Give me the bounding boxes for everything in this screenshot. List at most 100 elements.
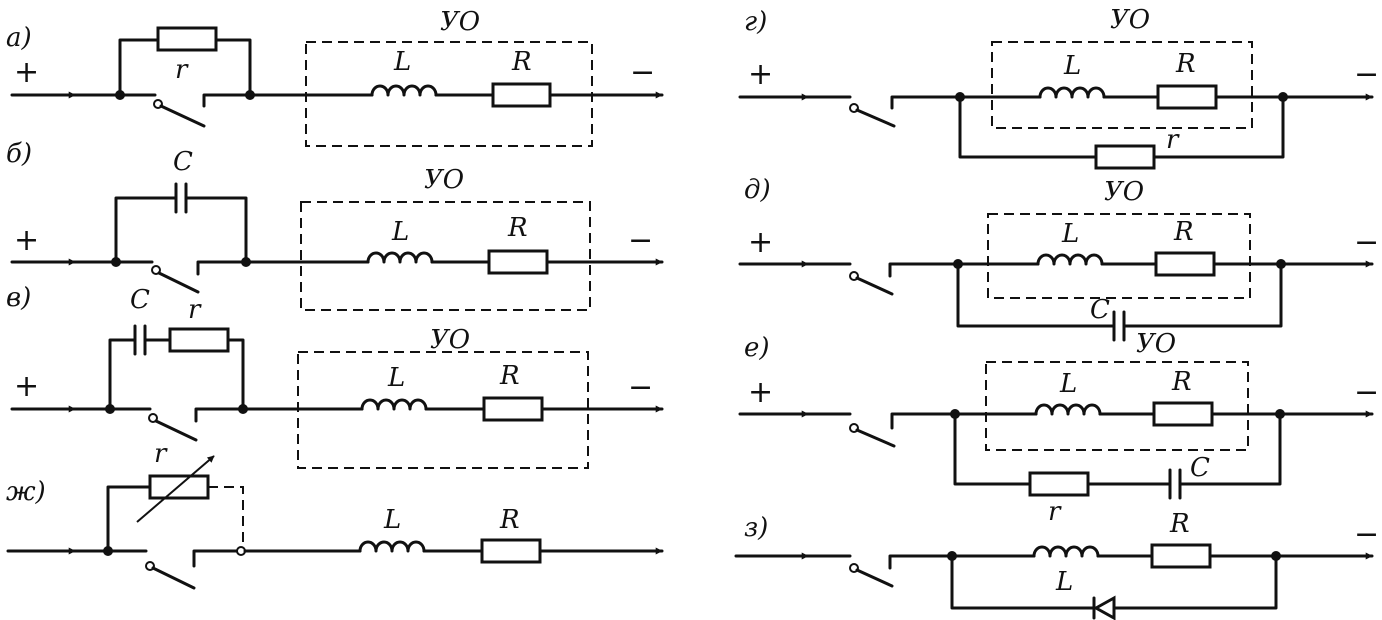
load-resistor-label: R xyxy=(1169,509,1190,539)
shunt-wire xyxy=(953,412,1032,486)
minus-sign: − xyxy=(630,55,655,90)
diode-wire xyxy=(1112,554,1278,610)
wire xyxy=(888,262,960,278)
minus-sign: − xyxy=(1354,375,1379,410)
shunt-resistor-label: r xyxy=(1048,497,1062,527)
wire xyxy=(194,407,245,423)
variable-resistor-arrow xyxy=(136,455,215,523)
inductor-label: L xyxy=(1055,567,1073,597)
load-resistor xyxy=(1156,84,1218,110)
bypass-wire-dashed xyxy=(208,486,244,551)
switch-blade xyxy=(855,428,896,448)
panel-label-zh: ж) xyxy=(6,477,46,507)
shunt-resistor xyxy=(156,26,218,52)
panel-label-b: б) xyxy=(6,139,32,169)
shunt-resistor-label: r xyxy=(175,55,189,85)
plus-sign: + xyxy=(748,57,773,92)
panel-label-d: д) xyxy=(744,175,771,205)
panel-label-z: з) xyxy=(744,513,768,543)
minus-sign: − xyxy=(1354,517,1379,552)
shunt-resistor xyxy=(168,327,230,353)
device-boundary xyxy=(987,213,1251,299)
shunt-resistor-label: r xyxy=(188,295,202,325)
shunt-resistor xyxy=(1094,144,1156,170)
load-resistor-label: R xyxy=(1175,49,1196,79)
inductor-label: L xyxy=(383,505,401,535)
load-resistor xyxy=(1154,251,1216,277)
inductor xyxy=(360,398,428,411)
inductor xyxy=(358,540,426,553)
device-label: УО xyxy=(430,325,470,355)
minus-sign: − xyxy=(628,223,653,258)
shunt-resistor-label: r xyxy=(1166,125,1180,155)
plus-sign: + xyxy=(14,55,39,90)
bypass-wire xyxy=(226,338,245,411)
device-boundary xyxy=(991,41,1253,129)
load-resistor xyxy=(482,396,544,422)
load-resistor xyxy=(1152,401,1214,427)
switch-blade xyxy=(855,108,896,128)
switch-blade xyxy=(855,276,894,296)
capacitor-label: C xyxy=(130,285,150,315)
device-boundary xyxy=(300,201,591,311)
device-label: УО xyxy=(1104,177,1144,207)
panel-v: в) + C r L R УО − xyxy=(6,283,664,469)
inductor xyxy=(1036,253,1104,266)
load-resistor xyxy=(487,249,549,275)
panel-e: е) + L R r C УО − xyxy=(738,329,1379,527)
device-label: УО xyxy=(1136,329,1176,359)
panel-zh: ж) r L R xyxy=(6,439,664,590)
device-label: УО xyxy=(424,165,464,195)
switch-blade xyxy=(154,419,198,442)
inductor-label: L xyxy=(1061,219,1079,249)
panel-d: д) + L R C УО − xyxy=(738,175,1379,342)
diode xyxy=(1092,595,1116,620)
plus-sign: + xyxy=(748,225,773,260)
bypass-wire xyxy=(108,338,137,411)
panel-label-e: е) xyxy=(744,333,770,363)
inductor xyxy=(1032,545,1100,558)
shunt-wire xyxy=(1152,95,1285,159)
wire xyxy=(890,95,962,110)
inductor xyxy=(366,251,434,264)
switch-blade xyxy=(159,104,206,128)
plus-sign: + xyxy=(14,369,39,404)
bypass-wire xyxy=(106,485,152,553)
wire xyxy=(192,549,240,568)
panel-g: г) + L R r УО − xyxy=(738,5,1379,170)
inductor xyxy=(370,84,438,97)
shunt-wire xyxy=(1122,262,1283,328)
load-resistor-label: R xyxy=(1173,217,1194,247)
switch-blade xyxy=(855,568,894,588)
shunt-wire xyxy=(1178,412,1282,486)
minus-sign: − xyxy=(1354,225,1379,260)
wire xyxy=(890,412,957,430)
inductor xyxy=(1038,86,1106,99)
inductor-label: L xyxy=(393,47,411,77)
panel-label-g: г) xyxy=(744,7,767,37)
inductor-label: L xyxy=(391,217,409,247)
minus-sign: − xyxy=(628,370,653,405)
panel-a: а) + r L R УО − xyxy=(6,7,664,147)
capacitor-label: C xyxy=(173,147,193,177)
wire xyxy=(196,260,248,276)
device-label: УО xyxy=(440,7,480,37)
shunt-wire xyxy=(956,262,1116,328)
load-resistor-label: R xyxy=(1171,367,1192,397)
bypass-wire xyxy=(184,196,248,264)
load-resistor-label: R xyxy=(511,47,532,77)
panel-b: б) + C L R УО − xyxy=(6,139,664,311)
load-resistor-label: R xyxy=(499,505,520,535)
capacitor-label: C xyxy=(1190,453,1210,483)
switch-blade xyxy=(151,566,196,590)
bypass-wire xyxy=(114,196,178,264)
shunt-resistor xyxy=(1028,471,1090,497)
switch-blade xyxy=(157,271,200,294)
load-resistor xyxy=(480,538,542,564)
device-boundary xyxy=(985,361,1249,451)
inductor-label: L xyxy=(1063,51,1081,81)
load-resistor-label: R xyxy=(507,213,528,243)
device-label: УО xyxy=(1110,5,1150,35)
